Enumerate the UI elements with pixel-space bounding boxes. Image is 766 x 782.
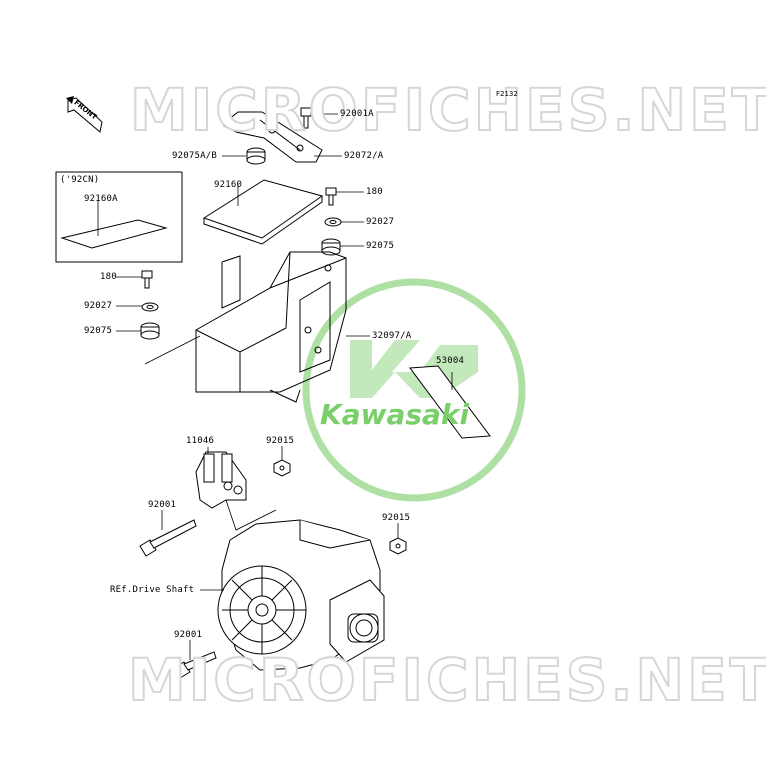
label-32097A: 32097/A [372,331,412,341]
label-92075AB: 92075A/B [172,151,217,161]
label-92001-upper: 92001 [148,500,177,510]
label-92027-left: 92027 [84,301,113,311]
label-11046: 11046 [186,436,215,446]
label-92075-left: 92075 [84,326,113,336]
bolt-92001-upper [139,519,197,557]
damper-92075-left [140,322,160,340]
label-92072A: 92072/A [344,151,384,161]
bolt-180-left [141,270,153,289]
washer-92027-right [324,217,342,227]
bolt-180-right [325,187,337,206]
note-92CN: ('92CN) [60,175,100,185]
label-180-right: 180 [366,187,383,197]
pad-92160A [60,219,168,249]
label-53004 [409,365,491,439]
bracket-92072 [223,111,323,163]
label-92015-lower: 92015 [382,513,411,523]
front-arrow-icon [66,96,103,133]
variant-note-box [55,171,183,263]
label-ref-drive-shaft: REf.Drive Shaft [110,585,195,595]
label-180-left: 180 [100,272,117,282]
nut-92015-lower [389,537,407,555]
watermark-top: MICROFICHES.NET [129,75,766,145]
battery-case-32097 [195,251,347,403]
label-92015-upper: 92015 [266,436,295,446]
damper-92075AB [246,147,266,165]
watermark-bottom: MICROFICHES.NET [127,645,766,715]
label-92001A: 92001A [340,109,374,119]
washer-92027-left [141,302,159,312]
kawasaki-logo-text: Kawasaki [320,398,470,431]
leader-lines [97,113,453,660]
label-53004: 53004 [436,356,465,366]
mount-bracket-11046 [195,451,247,509]
kawasaki-logo-watermark [302,278,526,502]
label-92160A: 92160A [84,194,118,204]
label-92001-lower: 92001 [174,630,203,640]
gear-case [217,519,385,671]
figure-code: F2132 [496,90,518,98]
bolt-92001-lower [173,651,217,679]
label-92075-right: 92075 [366,241,395,251]
nut-92015-upper [273,459,291,477]
damper-92075-right [321,238,341,256]
label-92027-right: 92027 [366,217,395,227]
bolt-92001A [300,107,312,129]
label-92160: 92160 [214,180,243,190]
